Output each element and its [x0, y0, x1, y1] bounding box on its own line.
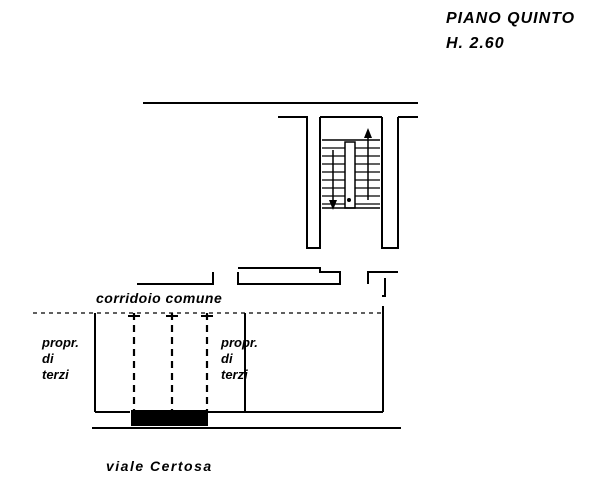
- stair-well-center: [344, 141, 356, 209]
- third-party-right-line1: propr.: [221, 335, 258, 350]
- third-party-left-line2: di: [42, 351, 54, 366]
- stair-down-arrowhead: [329, 200, 337, 210]
- street-label: viale Certosa: [106, 458, 213, 474]
- stair-wall-left: [278, 116, 321, 249]
- third-party-right-line3: terzi: [221, 367, 248, 382]
- third-party-label-right: propr. di terzi: [221, 335, 258, 383]
- balcony-solid-block: [131, 410, 208, 426]
- wall-segment-middle: [237, 267, 341, 285]
- stair-arrow-dot: [347, 198, 351, 202]
- corridor-label: corridoio comune: [95, 290, 224, 306]
- wall-segment-right: [367, 271, 398, 284]
- wall-segment-left: [137, 272, 214, 285]
- stair-wall-right-inner: [381, 117, 399, 249]
- third-party-left-line3: terzi: [42, 367, 69, 382]
- wall-right-jamb: [382, 278, 386, 297]
- floor-title: PIANO QUINTO: [446, 10, 576, 27]
- third-party-right-line2: di: [221, 351, 233, 366]
- third-party-label-left: propr. di terzi: [42, 335, 79, 383]
- ceiling-height: H. 2.60: [446, 35, 505, 52]
- stair-up-arrowhead: [364, 128, 372, 138]
- stair-treads: [322, 147, 380, 205]
- third-party-left-line1: propr.: [42, 335, 79, 350]
